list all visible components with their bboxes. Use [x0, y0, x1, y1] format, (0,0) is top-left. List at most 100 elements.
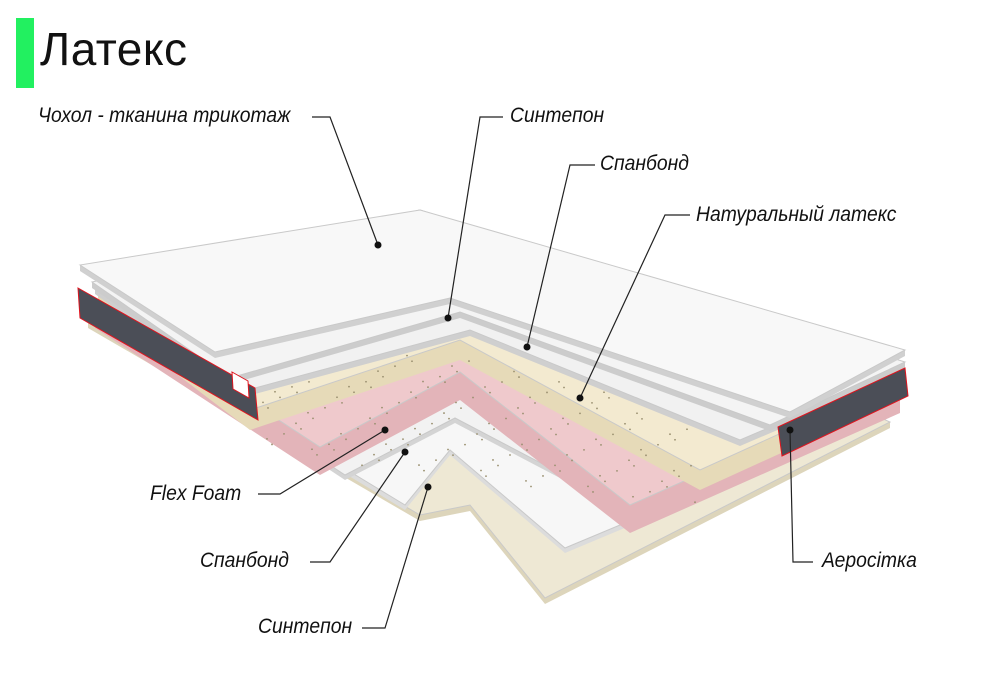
latex-perforation: [526, 449, 528, 451]
latex-perforation: [629, 428, 631, 431]
latex-perforation: [407, 443, 409, 446]
page-title: Латекс: [40, 23, 188, 75]
latex-perforation: [608, 396, 610, 399]
latex-perforation: [295, 422, 297, 425]
latex-perforation: [455, 401, 457, 404]
latex-perforation: [599, 474, 601, 477]
latex-perforation: [690, 464, 692, 467]
latex-perforation: [673, 469, 675, 472]
latex-perforation: [678, 475, 680, 478]
latex-perforation: [600, 444, 602, 446]
latex-perforation: [489, 391, 491, 394]
latex-perforation: [555, 433, 557, 436]
latex-perforation: [390, 448, 392, 451]
latex-perforation: [419, 433, 421, 436]
latex-perforation: [484, 386, 486, 388]
latex-perforation: [628, 459, 630, 462]
latex-perforation: [596, 407, 598, 410]
latex-perforation: [464, 443, 466, 446]
latex-perforation: [472, 396, 474, 399]
latex-perforation: [410, 391, 412, 394]
latex-perforation: [686, 428, 688, 431]
latex-perforation: [262, 401, 264, 404]
leader-top-sinteppon: [447, 116, 503, 319]
latex-perforation: [632, 495, 634, 498]
latex-perforation: [271, 443, 273, 446]
aero-mesh-band-left: [77, 287, 259, 421]
latex-perforation: [385, 443, 387, 446]
latex-perforation: [311, 448, 313, 451]
latex-perforation: [435, 459, 437, 462]
title-accent-bar: [16, 18, 34, 88]
latex-perforation: [645, 454, 647, 457]
latex-perforation: [291, 385, 293, 388]
latex-perforation: [340, 432, 342, 435]
latex-perforation: [415, 396, 417, 399]
latex-perforation: [661, 480, 663, 483]
latex-perforation: [308, 380, 310, 383]
latex-perforation: [427, 386, 429, 389]
leader-flex-foam: [258, 429, 386, 495]
latex-perforation: [525, 480, 527, 482]
latex-perforation: [522, 412, 524, 415]
marker-dot: [381, 426, 389, 434]
latex-perforation: [562, 417, 564, 420]
latex-perforation: [566, 453, 568, 456]
leader-aero-mesh: [789, 429, 813, 563]
latex-perforation: [558, 380, 560, 383]
latex-perforation: [283, 432, 285, 435]
marker-dot: [374, 241, 382, 249]
latex-perforation: [431, 422, 433, 425]
latex-perforation: [509, 454, 511, 456]
latex-perforation: [513, 370, 515, 373]
latex-perforation: [633, 464, 635, 467]
latex-perforation: [666, 485, 668, 488]
marker-dot: [523, 343, 531, 351]
latex-perforation: [414, 427, 416, 430]
latex-perforation: [328, 443, 330, 446]
latex-perforation: [348, 385, 350, 388]
latex-perforation: [411, 360, 413, 363]
latex-perforation: [529, 396, 531, 399]
latex-perforation: [312, 417, 314, 420]
latex-perforation: [266, 437, 268, 440]
latex-perforation: [307, 411, 309, 414]
latex-perforation: [460, 407, 462, 410]
latex-perforation: [451, 365, 453, 367]
latex-perforation: [444, 381, 446, 384]
marker-dot: [401, 448, 409, 456]
marker-dot: [424, 483, 432, 491]
latex-perforation: [447, 448, 449, 451]
latex-perforation: [386, 412, 388, 415]
latex-perforation: [373, 453, 375, 456]
latex-perforation: [274, 390, 276, 393]
latex-perforation: [452, 454, 454, 457]
latex-perforation: [567, 423, 569, 425]
marker-dot: [576, 394, 584, 402]
latex-perforation: [345, 438, 347, 441]
latex-perforation: [365, 380, 367, 383]
latex-perforation: [649, 490, 651, 493]
latex-perforation: [554, 464, 556, 467]
latex-perforation: [501, 381, 503, 383]
latex-perforation: [542, 475, 544, 477]
latex-perforation: [571, 459, 573, 462]
latex-perforation: [353, 391, 355, 394]
latex-perforation: [296, 391, 298, 394]
latex-perforation: [423, 469, 425, 472]
latex-perforation: [674, 438, 676, 441]
latex-perforation: [361, 464, 363, 467]
latex-perforation: [591, 401, 593, 404]
label-cover: Чохол - тканина трикотаж: [38, 104, 291, 127]
marker-dot: [444, 314, 452, 322]
leader-latex: [579, 214, 690, 399]
latex-perforation: [592, 491, 594, 493]
latex-perforation: [534, 402, 536, 404]
latex-perforation: [546, 391, 548, 394]
cover-layer-surface: [78, 209, 907, 413]
latex-perforation: [530, 485, 532, 488]
latex-perforation: [443, 412, 445, 414]
latex-perforation: [300, 428, 302, 430]
label-flex-foam: Flex Foam: [150, 482, 242, 505]
